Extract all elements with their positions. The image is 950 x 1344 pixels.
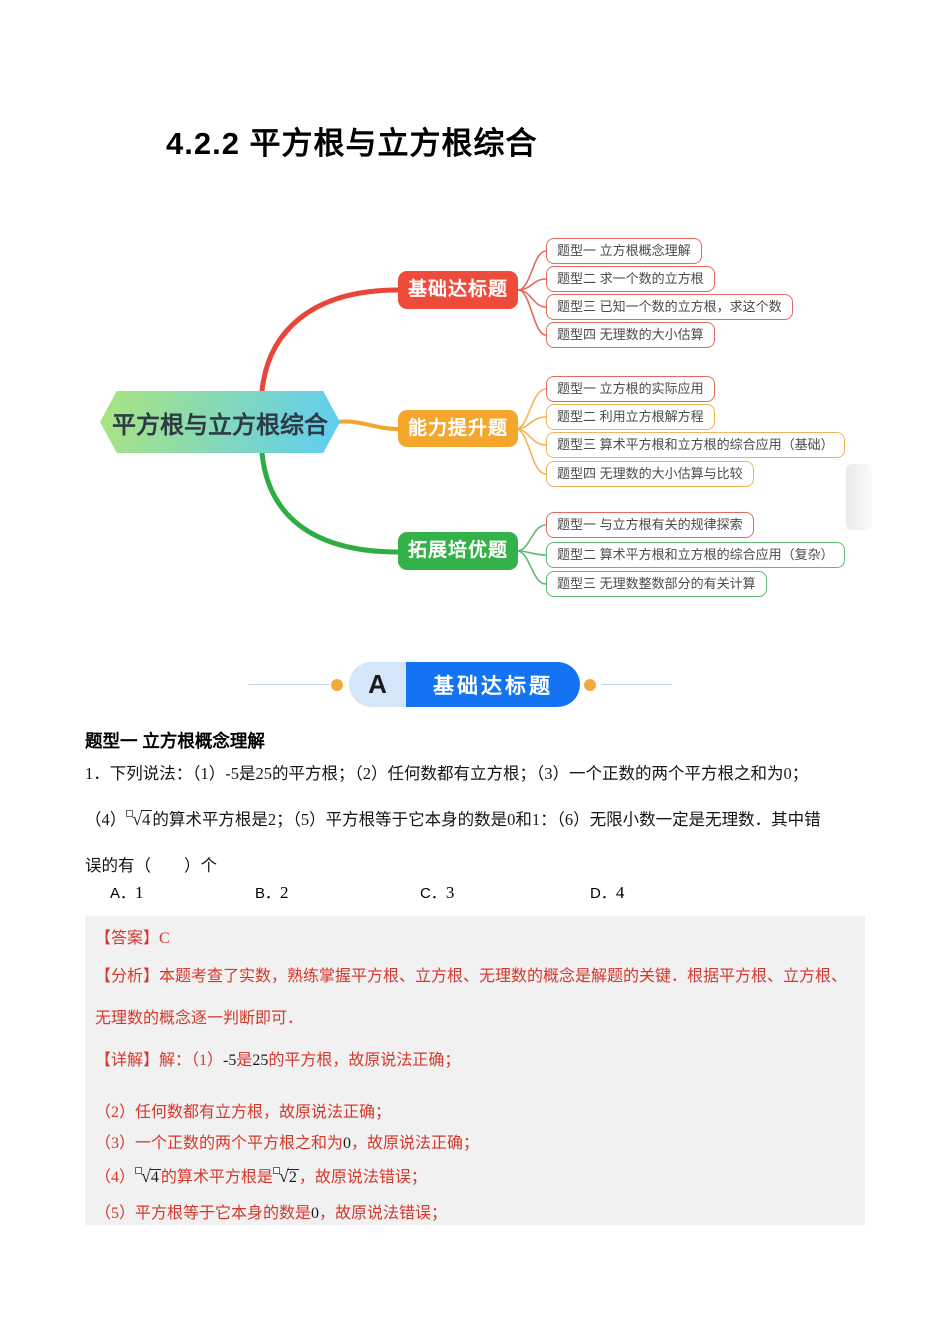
section-badge: A <box>349 662 406 707</box>
detail-line: 【详解】解：（1）-5是25的平方根，故原说法正确； <box>95 1052 461 1069</box>
radical-expression: √2 <box>272 1166 299 1186</box>
branch-curve-expand <box>259 450 401 555</box>
radical-index-box <box>135 1167 143 1174</box>
mindmap-branch-ability: 能力提升题 <box>398 410 518 447</box>
question-line: 误的有（ ）个 <box>85 856 217 875</box>
branch-curve-ability <box>334 419 400 431</box>
option-d: D．4 <box>590 883 625 902</box>
detail-line: （2）任何数都有立方根，故原说法正确； <box>95 1104 392 1121</box>
option-a: A．1 <box>110 883 144 902</box>
section-label: 基础达标题 <box>406 662 580 707</box>
analysis-line: 无理数的概念逐一判断即可． <box>95 1010 304 1027</box>
branch-curve-basic <box>259 287 401 394</box>
mindmap-root-node: 平方根与立方根综合 <box>100 391 340 453</box>
radical-expression: √4 <box>135 1166 161 1186</box>
mindmap-leaf: 题型四 无理数的大小估算与比较 <box>546 461 754 487</box>
banner-line-left <box>248 684 330 685</box>
analysis-line: 【分析】本题考查了实数，熟练掌握平方根、立方根、无理数的概念是解题的关键．根据平… <box>95 968 848 985</box>
option-c: C．3 <box>420 883 455 902</box>
radical-index-box <box>126 810 134 817</box>
radical-expression: √4 <box>126 809 153 829</box>
mindmap-leaf: 题型二 利用立方根解方程 <box>546 404 715 430</box>
mindmap-branch-expand: 拓展培优题 <box>398 532 518 570</box>
mindmap-leaf: 题型三 算术平方根和立方根的综合应用（基础） <box>546 432 845 458</box>
mindmap-leaf: 题型二 算术平方根和立方根的综合应用（复杂） <box>546 542 845 568</box>
mindmap-connectors <box>259 250 547 585</box>
option-b: B．2 <box>255 883 289 902</box>
banner-dot-right <box>584 679 596 691</box>
question-type-heading: 题型一 立方根概念理解 <box>85 731 265 751</box>
answer-block: 【答案】C 【分析】本题考查了实数，熟练掌握平方根、立方根、无理数的概念是解题的… <box>85 916 865 1225</box>
mindmap-leaf: 题型二 求一个数的立方根 <box>546 266 715 292</box>
mindmap-leaf: 题型一 立方根的实际应用 <box>546 376 715 402</box>
detail-line: （3）一个正数的两个平方根之和为0，故原说法正确； <box>95 1135 480 1152</box>
leaf-connector <box>516 524 547 552</box>
mindmap-leaf: 题型三 无理数整数部分的有关计算 <box>546 571 767 597</box>
mindmap-leaf: 题型一 立方根概念理解 <box>546 238 702 264</box>
mindmap-branch-basic: 基础达标题 <box>398 271 518 309</box>
options-row: A．1 B．2 C．3 D．4 <box>85 882 885 912</box>
banner-dot-left <box>331 679 343 691</box>
mindmap-leaf: 题型一 与立方根有关的规律探索 <box>546 512 754 538</box>
page-title: 4.2.2 平方根与立方根综合 <box>166 126 538 161</box>
answer-line: 【答案】C <box>95 930 170 947</box>
leaf-connector <box>516 550 547 585</box>
banner-line-right <box>602 684 672 685</box>
page-edge-shadow <box>846 464 872 530</box>
question-line: 1．下列说法：（1）-5是25的平方根；（2）任何数都有立方根；（3）一个正数的… <box>85 764 809 783</box>
section-banner: A 基础达标题 <box>349 662 580 707</box>
question-1: 1．下列说法：（1）-5是25的平方根；（2）任何数都有立方根；（3）一个正数的… <box>85 760 885 912</box>
mindmap-leaf: 题型三 已知一个数的立方根，求这个数 <box>546 294 793 320</box>
mindmap-leaf: 题型四 无理数的大小估算 <box>546 322 715 348</box>
radical-index-box <box>272 1167 280 1174</box>
detail-line: （5）平方根等于它本身的数是0，故原说法错误； <box>95 1205 448 1222</box>
leaf-connector <box>515 428 547 475</box>
leaf-connector <box>517 289 547 336</box>
